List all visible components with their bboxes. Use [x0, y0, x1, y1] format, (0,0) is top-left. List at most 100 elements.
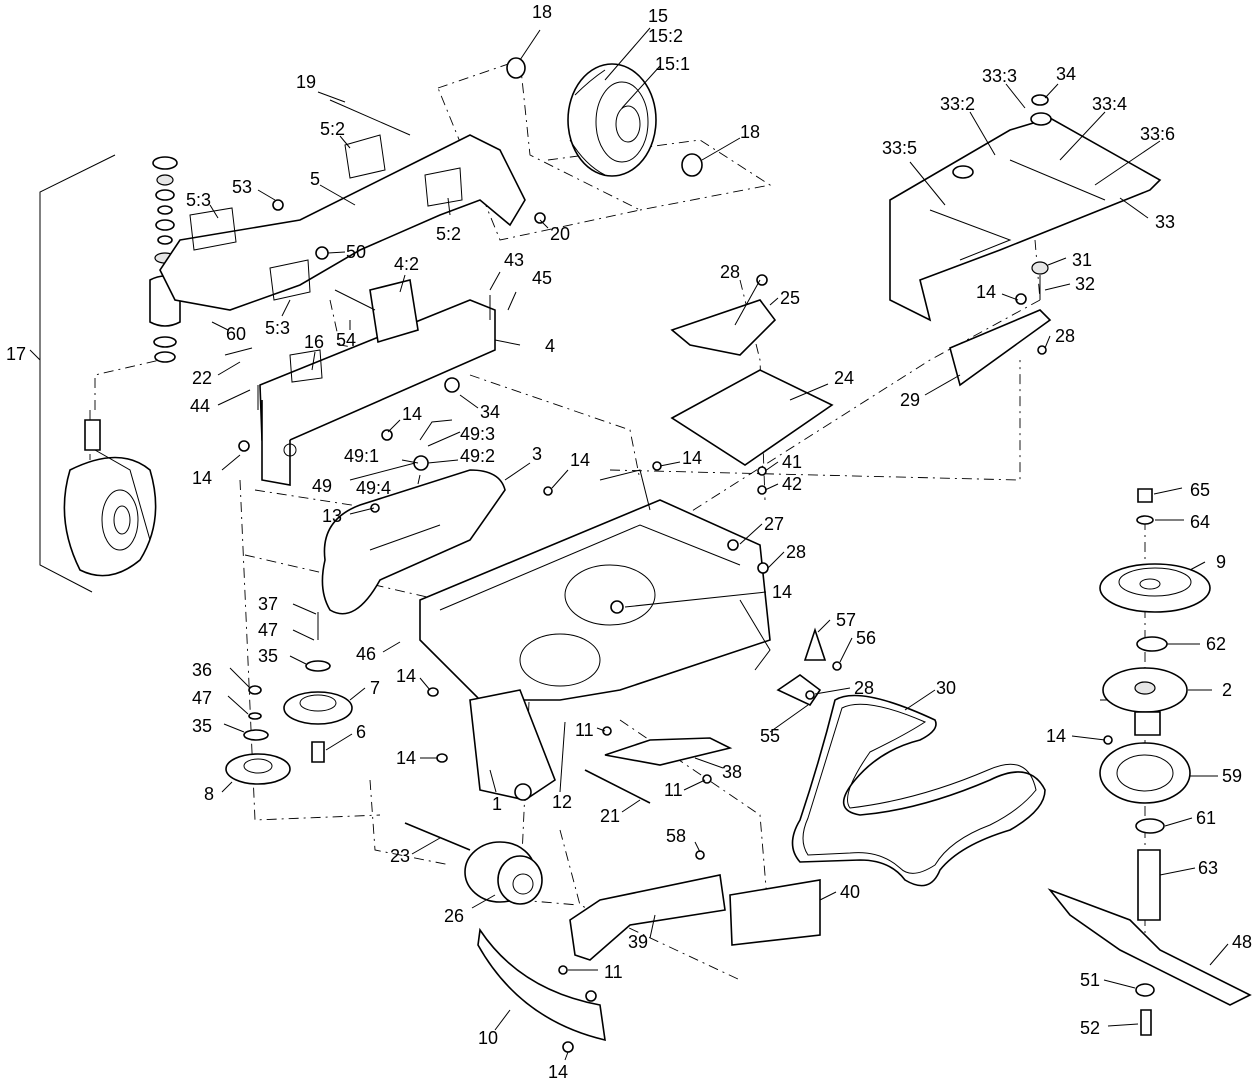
callout-14: 14 [570, 450, 590, 470]
callout-32: 32 [1075, 274, 1095, 294]
callout-48: 48 [1232, 932, 1252, 952]
drive-belt [791, 694, 1046, 887]
callout-34: 34 [1056, 64, 1076, 84]
callout-62: 62 [1206, 634, 1226, 654]
callout-22: 22 [192, 368, 212, 388]
callout-33-6: 33:6 [1140, 124, 1175, 144]
callout-5-2: 5:2 [320, 119, 345, 139]
height-adjust-bracket [159, 99, 546, 311]
callout-14: 14 [396, 748, 416, 768]
belt-cover-plates [670, 274, 834, 495]
callout-33: 33 [1155, 212, 1175, 232]
callout-52: 52 [1080, 1018, 1100, 1038]
callout-45: 45 [532, 268, 552, 288]
callout-18: 18 [532, 2, 552, 22]
callout-39: 39 [628, 932, 648, 952]
callout-16: 16 [304, 332, 324, 352]
idler-pulleys [225, 612, 448, 785]
callout-14: 14 [396, 666, 416, 686]
callout-37: 37 [258, 594, 278, 614]
callout-13: 13 [322, 506, 342, 526]
callout-4: 4 [545, 336, 555, 356]
callout-43: 43 [504, 250, 524, 270]
callout-33-2: 33:2 [940, 94, 975, 114]
callout-11: 11 [604, 962, 623, 982]
callout-47: 47 [258, 620, 278, 640]
callout-15-1: 15:1 [655, 54, 690, 74]
caster-wheel-assembly [39, 154, 181, 593]
callout-38: 38 [722, 762, 742, 782]
callout-59: 59 [1222, 766, 1242, 786]
callout-23: 23 [390, 846, 410, 866]
callout-35: 35 [258, 646, 278, 666]
callout-14: 14 [682, 448, 702, 468]
top-belt-cover [889, 94, 1162, 387]
callout-53: 53 [232, 177, 252, 197]
callout-28: 28 [786, 542, 806, 562]
callout-28: 28 [854, 678, 874, 698]
callout-41: 41 [782, 452, 802, 472]
callout-14: 14 [1046, 726, 1066, 746]
callout-5-2: 5:2 [436, 224, 461, 244]
callout-21: 21 [600, 806, 620, 826]
callout-14: 14 [192, 468, 212, 488]
mower-deck [419, 461, 771, 801]
callout-15: 15 [648, 6, 668, 26]
callout-25: 25 [780, 288, 800, 308]
callout-49-3: 49:3 [460, 424, 495, 444]
belt-guide-bracket [776, 627, 842, 707]
callout-2: 2 [1222, 680, 1232, 700]
callout-51: 51 [1080, 970, 1100, 990]
leader-lines [29, 27, 1229, 1061]
callout-54: 54 [336, 330, 356, 350]
callout-14: 14 [976, 282, 996, 302]
callout-27: 27 [764, 514, 784, 534]
spindle-assembly [1047, 488, 1252, 1036]
callout-49-4: 49:4 [356, 478, 391, 498]
baffle [321, 469, 506, 615]
callout-63: 63 [1198, 858, 1218, 878]
anti-scalp-wheel [506, 57, 703, 177]
callout-7: 7 [370, 678, 380, 698]
callout-60: 60 [226, 324, 246, 344]
callout-15-2: 15:2 [648, 26, 683, 46]
callout-61: 61 [1196, 808, 1216, 828]
callout-30: 30 [936, 678, 956, 698]
callout-35: 35 [192, 716, 212, 736]
callout-26: 26 [444, 906, 464, 926]
callout-49-2: 49:2 [460, 446, 495, 466]
callout-46: 46 [356, 644, 376, 664]
callout-31: 31 [1072, 250, 1092, 270]
callout-1: 1 [492, 794, 502, 814]
callout-28: 28 [1055, 326, 1075, 346]
callout-18: 18 [740, 122, 760, 142]
callout-3: 3 [532, 444, 542, 464]
callout-9: 9 [1216, 552, 1226, 572]
callout-8: 8 [204, 784, 214, 804]
callout-14: 14 [772, 582, 792, 602]
callout-36: 36 [192, 660, 212, 680]
discharge-chute [558, 850, 821, 975]
callout-17: 17 [6, 344, 26, 364]
callout-57: 57 [836, 610, 856, 630]
callout-47: 47 [192, 688, 212, 708]
callout-11: 11 [664, 780, 683, 800]
callout-12: 12 [552, 792, 572, 812]
callout-34: 34 [480, 402, 500, 422]
callout-14: 14 [402, 404, 422, 424]
side-bracket [224, 279, 496, 486]
callout-28: 28 [720, 262, 740, 282]
callout-20: 20 [550, 224, 570, 244]
callout-33-5: 33:5 [882, 138, 917, 158]
callout-49: 49 [312, 476, 332, 496]
callout-33-3: 33:3 [982, 66, 1017, 86]
callout-11: 11 [575, 720, 594, 740]
callout-44: 44 [190, 396, 210, 416]
callout-29: 29 [900, 390, 920, 410]
callout-5: 5 [310, 169, 320, 189]
callout-5-3: 5:3 [265, 318, 290, 338]
callout-55: 55 [760, 726, 780, 746]
callout-56: 56 [856, 628, 876, 648]
callout-10: 10 [478, 1028, 498, 1048]
callout-40: 40 [840, 882, 860, 902]
